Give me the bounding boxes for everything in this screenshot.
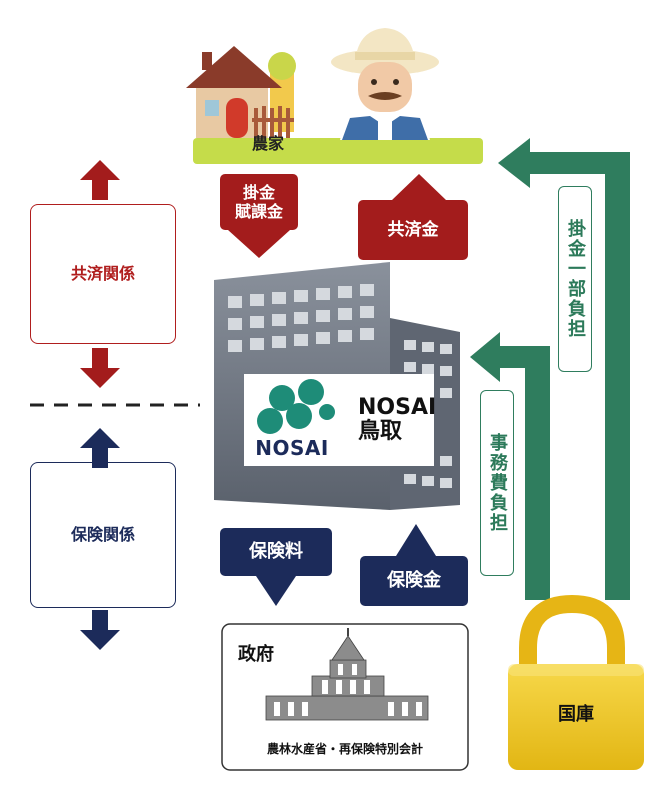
- kakekin-fuka-label: 掛金 賦課金: [234, 182, 283, 221]
- nosai-name: NOSAI 鳥取: [358, 395, 438, 445]
- kyosai-arrows: [80, 160, 120, 388]
- government-subtitle: 農林水産省・再保険特別会計: [266, 742, 423, 756]
- kyosaikin-label: 共済金: [387, 219, 439, 240]
- kyosai-relation-box: 共済関係: [30, 204, 176, 344]
- kyosaikin-arrow: [358, 174, 468, 260]
- nosai-logo-text: NOSAI: [255, 436, 329, 460]
- jimuhi-label: 事務費負担: [480, 390, 514, 576]
- nosai-building: [214, 262, 460, 510]
- hoken-relation-label: 保険関係: [70, 524, 135, 544]
- farmer-label: 農家: [251, 134, 284, 153]
- farmer-icon: [331, 28, 439, 140]
- hoken-arrows: [80, 428, 120, 650]
- nosai-name-line2: 鳥取: [358, 419, 403, 445]
- subsidy-arrow-farmer: [498, 138, 630, 600]
- kakekin-arrow: [220, 174, 298, 258]
- farmer-platform: [193, 138, 483, 164]
- hokenkin-arrow: [360, 524, 468, 606]
- kakekin-ichibu-label: 掛金一部負担: [558, 186, 592, 372]
- hokenryo-label: 保険料: [249, 541, 303, 563]
- hoken-relation-box: 保険関係: [30, 462, 176, 608]
- padlock-icon: [508, 594, 644, 770]
- house-icon: [186, 46, 296, 138]
- hokenryo-arrow: [220, 528, 332, 606]
- hokenkin-label: 保険金: [387, 570, 441, 592]
- government-title: 政府: [238, 644, 274, 665]
- subsidy-arrow-nosai: [470, 332, 550, 600]
- treasury-label: 国庫: [558, 704, 594, 725]
- diet-building-icon: [265, 628, 429, 721]
- nosai-name-line1: NOSAI: [358, 395, 437, 420]
- nosai-logo-icon: [257, 379, 335, 434]
- kyosai-relation-label: 共済関係: [70, 263, 135, 283]
